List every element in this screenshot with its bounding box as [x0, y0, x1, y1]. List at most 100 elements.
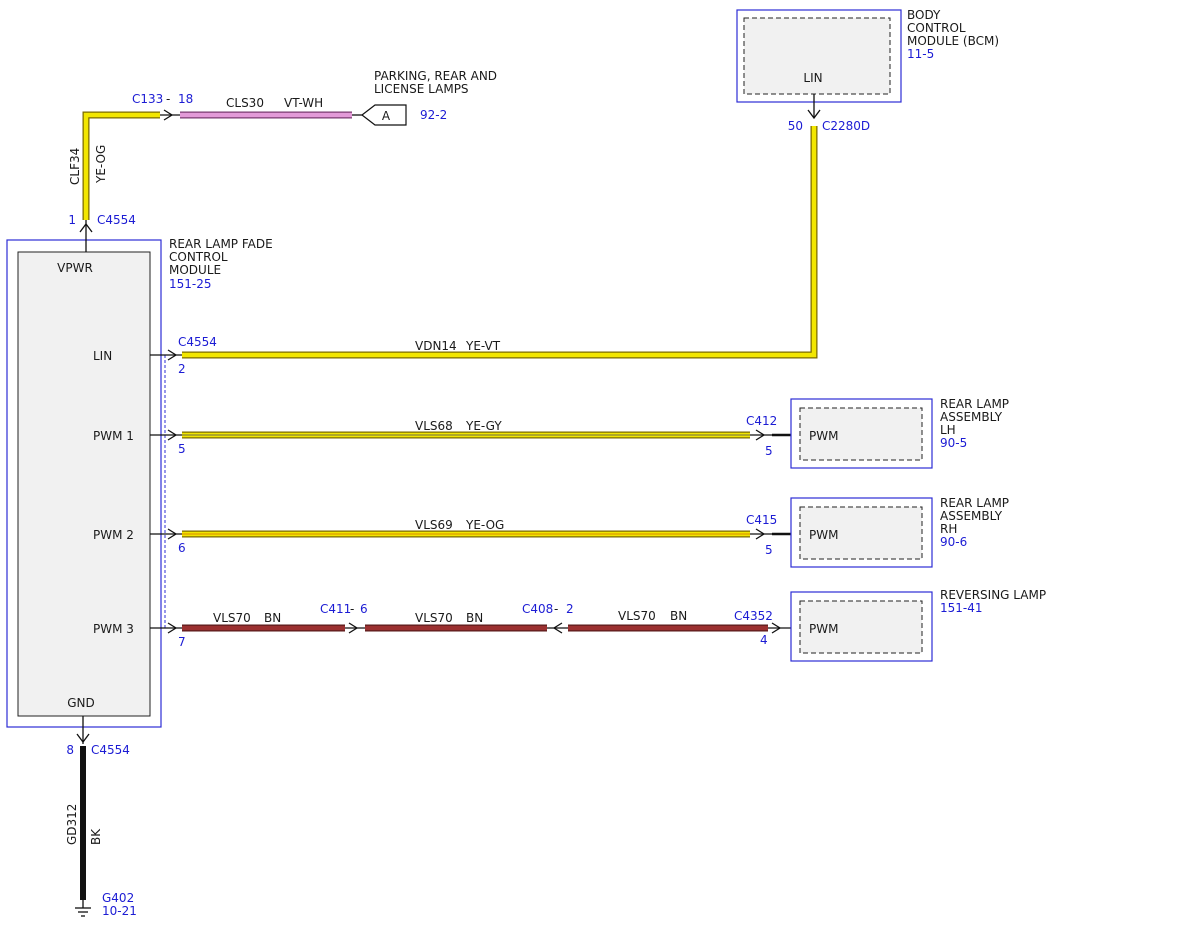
cls30-wire-color: VT-WH: [284, 96, 323, 110]
bcm-ref: 11-5: [907, 47, 934, 61]
vls70-seg2-circuit-id: VLS70: [415, 611, 453, 625]
c415-pin: 5: [765, 543, 773, 557]
lh-name-line-2: ASSEMBLY: [940, 410, 1003, 424]
vls70-seg3-color: BN: [670, 609, 687, 623]
pin-label-lin: LIN: [93, 349, 112, 363]
rh-pin-label: PWM: [809, 528, 838, 542]
reversing-name-line-1: REVERSING LAMP: [940, 588, 1046, 602]
rear-lamp-assembly-lh: PWM: [790, 398, 933, 469]
c412-connector: C412: [746, 414, 777, 428]
parking-lamps-name-line-1: PARKING, REAR AND: [374, 69, 497, 83]
wire-vdn14: [182, 126, 818, 359]
c411-pin: 6: [360, 602, 368, 616]
vpwr-pin-number: 1: [68, 213, 76, 227]
ground-point: G402: [102, 891, 134, 905]
gnd-pin-number: 8: [66, 743, 74, 757]
vls68-wire-color: YE-GY: [465, 419, 502, 433]
module-ref: 151-25: [169, 277, 212, 291]
pin-label-vpwr: VPWR: [57, 261, 93, 275]
parking-lamps-name-line-2: LICENSE LAMPS: [374, 82, 469, 96]
pin-label-pwm1: PWM 1: [93, 429, 134, 443]
vls69-circuit-id: VLS69: [415, 518, 453, 532]
rh-name-line-1: REAR LAMP: [940, 496, 1009, 510]
svg-text:-: -: [554, 602, 558, 616]
bcm-name-line-2: CONTROL: [907, 21, 966, 35]
rh-name-line-2: ASSEMBLY: [940, 509, 1003, 523]
vls70-seg3-circuit-id: VLS70: [618, 609, 656, 623]
lh-name-line-3: LH: [940, 423, 956, 437]
c411-connector-arrow: [348, 622, 359, 634]
vls70-seg1-circuit-id: VLS70: [213, 611, 251, 625]
c133-pin: 18: [178, 92, 193, 106]
gnd-connector: C4554: [91, 743, 130, 757]
pwm3-connector-arrow: [167, 622, 178, 634]
vpwr-wire-color: YE-OG: [94, 145, 108, 184]
vdn14-circuit-id: VDN14: [415, 339, 457, 353]
reversing-lamp: PWM: [790, 591, 933, 662]
c412-pin: 5: [765, 444, 773, 458]
pin-label-gnd: GND: [67, 696, 95, 710]
lin-pin-number: 2: [178, 362, 186, 376]
lin-connector-arrow: [167, 349, 178, 361]
pwm3-pin-number: 7: [178, 635, 186, 649]
vls70-seg2-color: BN: [466, 611, 483, 625]
off-page-arrow-label: A: [382, 109, 391, 123]
bcm-pin-label: LIN: [803, 71, 822, 85]
off-page-arrow-a: [361, 104, 407, 126]
c133-connector: C133: [132, 92, 163, 106]
rear-lamp-fade-control-module: VPWR LIN PWM 1 PWM 2 PWM 3 GND REAR LAMP…: [6, 237, 273, 728]
svg-text:-: -: [166, 92, 170, 106]
reversing-ref: 151-41: [940, 601, 983, 615]
bcm-name-line-1: BODY: [907, 8, 941, 22]
vls69-wire-color: YE-OG: [465, 518, 504, 532]
pwm2-pin-number: 6: [178, 541, 186, 555]
c4352-connector: C4352: [734, 609, 773, 623]
wire-clf34: [82, 111, 160, 220]
gd312-wire-color: BK: [89, 828, 103, 845]
pwm1-connector-arrow: [167, 429, 178, 441]
bcm-pin-number: 50: [788, 119, 803, 133]
rear-lamp-assembly-rh: PWM: [790, 497, 933, 568]
parking-lamps-ref: 92-2: [420, 108, 447, 122]
cls30-circuit-id: CLS30: [226, 96, 264, 110]
vdn14-wire-color: YE-VT: [465, 339, 501, 353]
vpwr-connector: C4554: [97, 213, 136, 227]
bcm-name-line-3: MODULE (BCM): [907, 34, 999, 48]
bcm-connector-arrow: [807, 109, 821, 120]
ground-ref: 10-21: [102, 904, 137, 918]
pin-label-pwm3: PWM 3: [93, 622, 134, 636]
vpwr-connector-arrow: [79, 222, 93, 233]
rh-ref: 90-6: [940, 535, 967, 549]
lin-connector: C4554: [178, 335, 217, 349]
pwm2-connector-arrow: [167, 528, 178, 540]
bcm-connector: C2280D: [822, 119, 870, 133]
pwm1-pin-number: 5: [178, 442, 186, 456]
c411-connector: C411: [320, 602, 351, 616]
gd312-circuit-id: GD312: [65, 804, 79, 845]
module-name-line-1: REAR LAMP FADE: [169, 237, 273, 251]
vls68-circuit-id: VLS68: [415, 419, 453, 433]
lh-pin-label: PWM: [809, 429, 838, 443]
c4352-connector-arrow: [771, 622, 782, 634]
vls70-seg1-color: BN: [264, 611, 281, 625]
rh-name-line-3: RH: [940, 522, 957, 536]
lh-ref: 90-5: [940, 436, 967, 450]
gnd-connector-arrow: [76, 733, 90, 744]
body-control-module: LIN BODY CONTROL MODULE (BCM) 11-5: [736, 8, 999, 103]
lh-name-line-1: REAR LAMP: [940, 397, 1009, 411]
c412-connector-arrow: [755, 429, 766, 441]
module-name-line-2: CONTROL: [169, 250, 228, 264]
c408-connector: C408: [522, 602, 553, 616]
ground-symbol-icon: [75, 900, 91, 917]
c408-connector-arrow: [552, 622, 563, 634]
svg-text:-: -: [350, 602, 354, 616]
module-name-line-3: MODULE: [169, 263, 221, 277]
c4352-pin: 4: [760, 633, 768, 647]
pin-label-pwm2: PWM 2: [93, 528, 134, 542]
c415-connector: C415: [746, 513, 777, 527]
c415-connector-arrow: [755, 528, 766, 540]
reversing-pin-label: PWM: [809, 622, 838, 636]
vpwr-circuit-id: CLF34: [68, 148, 82, 185]
c408-pin: 2: [566, 602, 574, 616]
